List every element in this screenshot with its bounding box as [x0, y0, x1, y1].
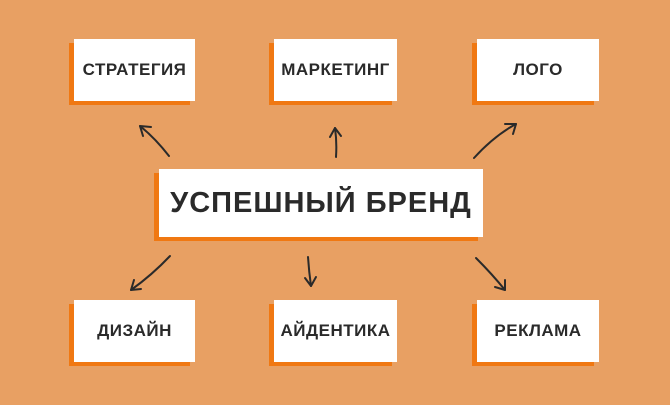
node-strategy: СТРАТЕГИЯ	[74, 39, 195, 101]
node-strategy-label: СТРАТЕГИЯ	[82, 60, 187, 79]
node-advertising-label: РЕКЛАМА	[494, 321, 582, 340]
arrow-to-logo	[473, 123, 517, 159]
node-identity: АЙДЕНТИКА	[274, 300, 397, 362]
node-identity-label: АЙДЕНТИКА	[280, 321, 391, 340]
node-design: ДИЗАЙН	[74, 300, 195, 362]
center-node-label: УСПЕШНЫЙ БРЕНД	[170, 186, 472, 219]
arrow-to-design	[130, 255, 171, 291]
node-design-label: ДИЗАЙН	[97, 321, 172, 340]
node-logo-label: ЛОГО	[513, 60, 563, 79]
node-logo: ЛОГО	[477, 39, 599, 101]
arrow-to-identity	[304, 256, 317, 287]
arrow-to-advertising	[475, 257, 506, 291]
node-marketing: МАРКЕТИНГ	[274, 39, 397, 101]
center-node: УСПЕШНЫЙ БРЕНД	[159, 169, 483, 237]
node-marketing-label: МАРКЕТИНГ	[281, 60, 390, 79]
arrow-to-marketing	[329, 127, 342, 158]
node-advertising: РЕКЛАМА	[477, 300, 599, 362]
arrow-to-strategy	[139, 125, 170, 157]
